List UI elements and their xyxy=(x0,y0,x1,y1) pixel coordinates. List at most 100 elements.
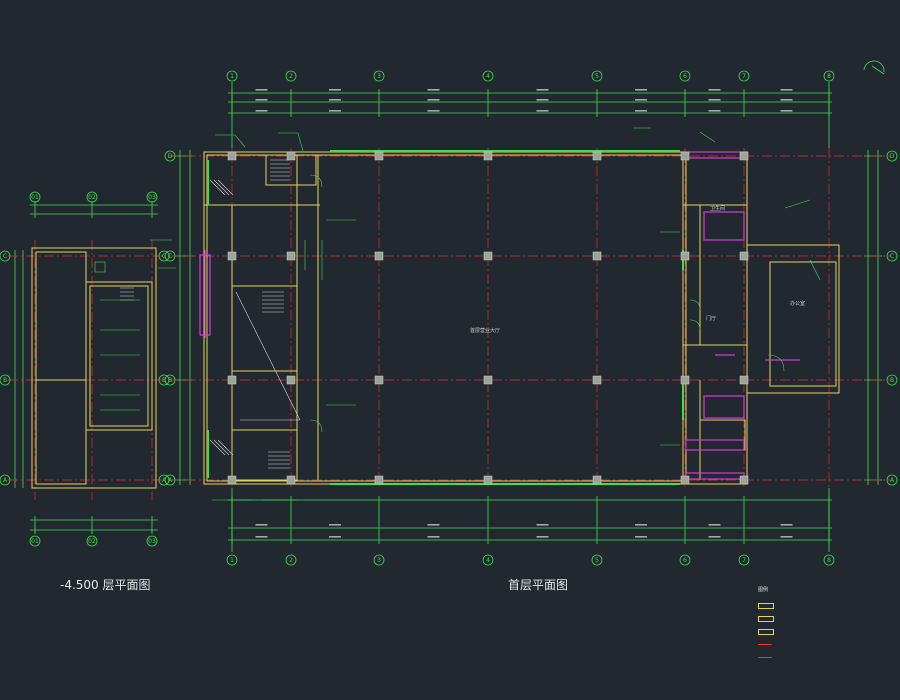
svg-text:C: C xyxy=(890,253,894,260)
grid-bubble-top-1: 1 xyxy=(226,70,238,82)
basement-bubble-bottom-03: 03 xyxy=(146,535,158,547)
basement-bubble-top-02: 02 xyxy=(86,191,98,203)
svg-text:02: 02 xyxy=(88,538,96,545)
basement-bubble-left-C: C xyxy=(0,250,11,262)
dimension-mark xyxy=(708,99,721,101)
dimension-mark xyxy=(255,99,268,101)
column xyxy=(374,475,384,485)
legend-swatch xyxy=(758,657,772,658)
svg-text:6: 6 xyxy=(683,73,687,80)
dimension-mark xyxy=(329,524,341,526)
svg-text:B: B xyxy=(890,377,894,384)
grid-bubble-top-3: 3 xyxy=(373,70,385,82)
svg-text:7: 7 xyxy=(742,557,746,564)
dimension-mark xyxy=(255,536,268,538)
grid-bubble-top-5: 5 xyxy=(591,70,603,82)
legend-item xyxy=(758,612,868,625)
grid-bubble-bottom-1: 1 xyxy=(226,554,238,566)
column xyxy=(483,151,493,161)
svg-text:B: B xyxy=(3,377,7,384)
grid-bubble-top-2: 2 xyxy=(285,70,297,82)
dimension-mark xyxy=(536,110,549,112)
legend-item xyxy=(758,638,868,651)
grid-bubble-top-7: 7 xyxy=(738,70,750,82)
svg-text:1: 1 xyxy=(230,73,234,80)
dimension-mark xyxy=(536,89,549,91)
grid-bubble-left-B: B xyxy=(164,374,176,386)
basement-bubble-bottom-02: 02 xyxy=(86,535,98,547)
svg-text:A: A xyxy=(890,477,895,484)
column xyxy=(592,375,602,385)
glazing xyxy=(207,150,684,485)
office-label: 办公室 xyxy=(790,301,806,307)
basement-bubble-top-01: 01 xyxy=(29,191,41,203)
dimension-mark xyxy=(536,524,549,526)
svg-text:C: C xyxy=(168,253,172,260)
grid-bubble-left-A: A xyxy=(164,474,176,486)
column xyxy=(286,151,296,161)
leaders xyxy=(150,127,821,501)
grid-bubble-right-D: D xyxy=(886,150,898,162)
svg-text:B: B xyxy=(162,377,166,384)
legend-swatch xyxy=(758,628,774,635)
column xyxy=(374,375,384,385)
column xyxy=(286,475,296,485)
svg-text:A: A xyxy=(3,477,8,484)
dimension-mark xyxy=(635,524,647,526)
dimension-mark xyxy=(708,536,721,538)
dimension-mark xyxy=(427,99,440,101)
dimension-lines xyxy=(14,82,882,552)
dimension-mark xyxy=(329,110,341,112)
grid-bubble-bottom-5: 5 xyxy=(591,554,603,566)
structural-columns xyxy=(227,151,749,485)
column xyxy=(592,251,602,261)
dimension-mark xyxy=(780,536,793,538)
dimension-mark xyxy=(255,524,268,526)
column xyxy=(680,251,690,261)
dimension-mark xyxy=(329,89,341,91)
legend-swatch xyxy=(758,602,774,609)
dimension-mark xyxy=(780,524,793,526)
column xyxy=(739,151,749,161)
column xyxy=(592,151,602,161)
dimension-mark xyxy=(708,89,721,91)
column xyxy=(739,251,749,261)
dimension-mark xyxy=(329,99,341,101)
column xyxy=(286,251,296,261)
svg-text:7: 7 xyxy=(742,73,746,80)
grid-bubble-bottom-4: 4 xyxy=(482,554,494,566)
grid-bubble-top-4: 4 xyxy=(482,70,494,82)
dimension-mark xyxy=(635,536,647,538)
svg-text:C: C xyxy=(162,253,166,260)
grid-bubble-bottom-3: 3 xyxy=(373,554,385,566)
dimension-mark xyxy=(635,89,647,91)
legend: 图例 xyxy=(758,586,868,664)
hall-label: 首层营业大厅 xyxy=(470,328,501,334)
dimension-mark xyxy=(255,110,268,112)
column xyxy=(374,251,384,261)
legend-title: 图例 xyxy=(758,587,769,593)
legend-swatch xyxy=(758,644,772,645)
svg-text:C: C xyxy=(3,253,7,260)
column xyxy=(483,475,493,485)
svg-text:2: 2 xyxy=(289,557,293,564)
column xyxy=(227,151,237,161)
svg-text:5: 5 xyxy=(595,557,599,564)
grid-bubble-top-8: 8 xyxy=(823,70,835,82)
basement-bubble-right-A: A xyxy=(158,474,170,486)
dimension-mark xyxy=(427,110,440,112)
basement-bubble-bottom-01: 01 xyxy=(29,535,41,547)
svg-text:B: B xyxy=(168,377,172,384)
svg-text:01: 01 xyxy=(31,538,39,545)
column xyxy=(680,475,690,485)
svg-text:4: 4 xyxy=(486,557,490,564)
svg-text:2: 2 xyxy=(289,73,293,80)
grid-bubble-bottom-2: 2 xyxy=(285,554,297,566)
dimension-mark xyxy=(329,536,341,538)
legend-item xyxy=(758,651,868,664)
dimension-mark xyxy=(255,89,268,91)
column xyxy=(739,475,749,485)
basement-details xyxy=(94,261,140,411)
